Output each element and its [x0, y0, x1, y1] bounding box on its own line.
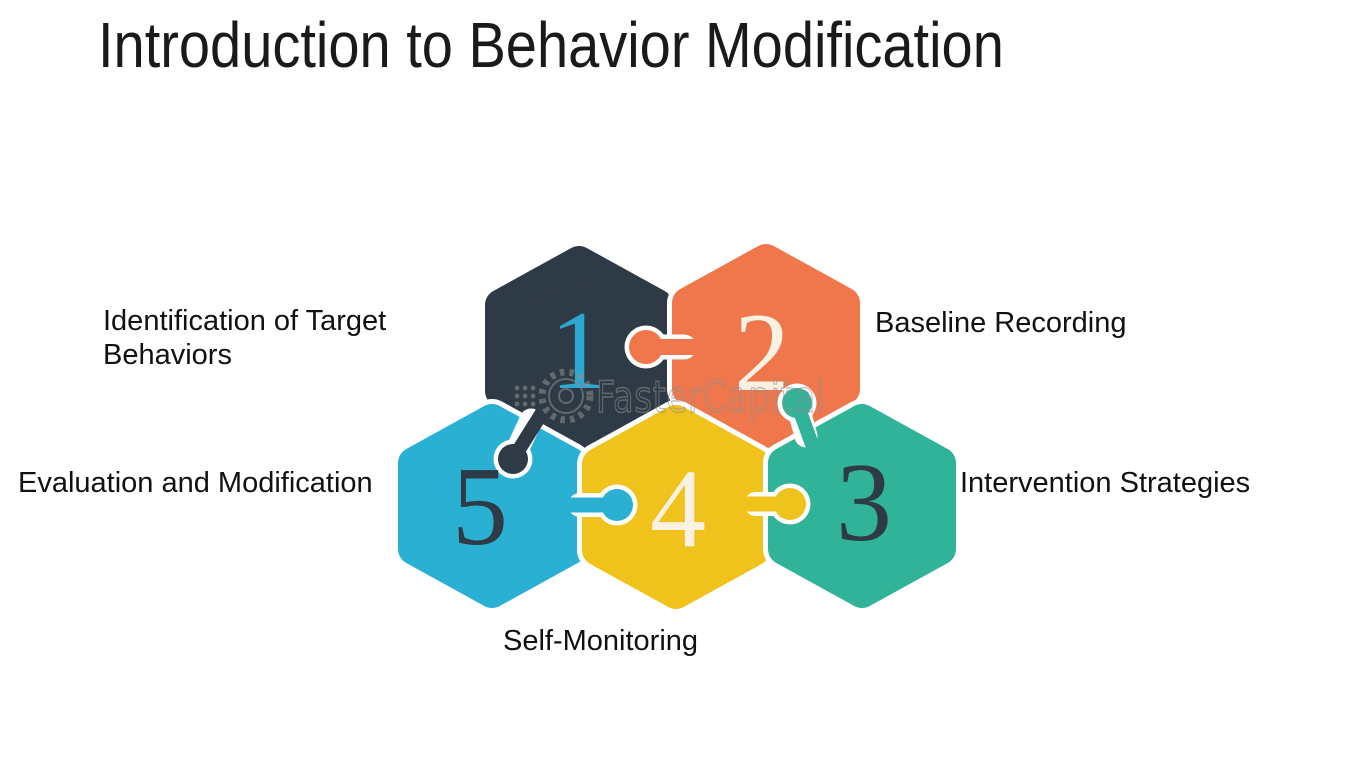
puzzle-tab-3-into-2 — [777, 383, 821, 457]
puzzle-tab-4-into-3 — [734, 483, 811, 525]
gear-icon — [514, 368, 594, 424]
step-number-3: 3 — [836, 441, 892, 565]
puzzle-piece-4 — [577, 400, 775, 614]
page-title: Introduction to Behavior Modification — [98, 9, 1004, 81]
watermark: FasterCapital — [514, 368, 826, 424]
puzzle-piece-3 — [763, 399, 961, 613]
watermark-text: FasterCapital — [596, 372, 826, 423]
label-step-3: Intervention Strategies — [960, 467, 1251, 499]
step-number-5: 5 — [452, 445, 508, 569]
label-step-5: Evaluation and Modification — [18, 467, 373, 499]
puzzle-tab-5-into-4 — [548, 484, 638, 526]
label-step-1: Identification of Target Behaviors — [103, 305, 387, 371]
step-number-2: 2 — [734, 291, 790, 415]
label-step-2: Baseline Recording — [875, 307, 1127, 339]
label-step-4: Self-Monitoring — [503, 625, 699, 657]
puzzle-tab-1-into-5 — [493, 401, 552, 479]
puzzle-tab-2-into-1 — [624, 325, 710, 369]
step-number-4: 4 — [650, 447, 706, 571]
